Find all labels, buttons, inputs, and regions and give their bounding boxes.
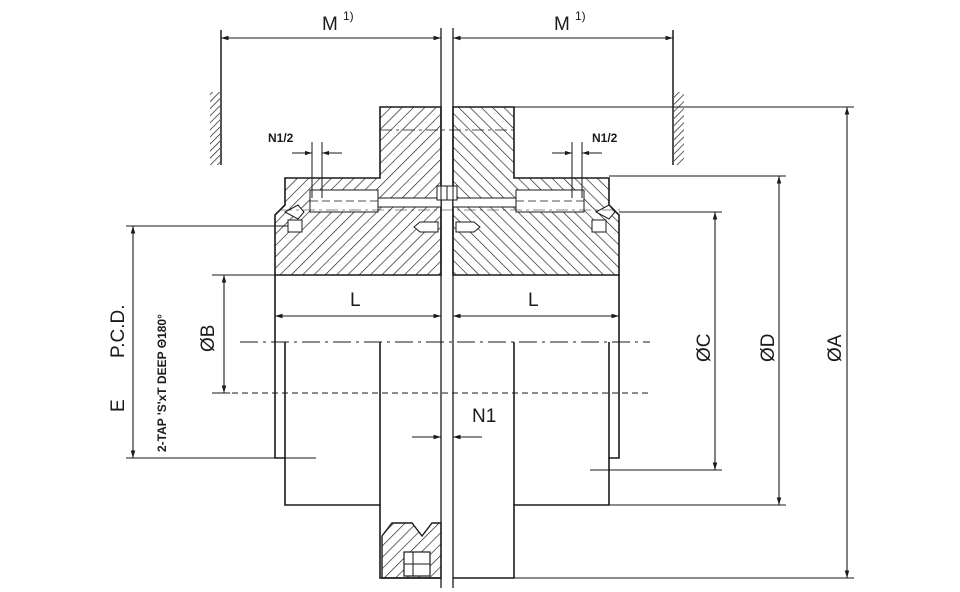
n1-half-dimension-right: N1/2	[552, 131, 618, 198]
l-label-left: L	[350, 290, 361, 311]
e-label: E	[108, 399, 129, 412]
bottom-section	[381, 522, 442, 579]
dia-c-dimension: ØC	[590, 211, 722, 471]
m-sup-left: 1)	[343, 9, 354, 23]
center-gap-lines	[440, 28, 454, 588]
dia-a-dimension: ØA	[514, 106, 854, 579]
dia-b-label: ØB	[198, 325, 219, 352]
n1-half-dimension-left: N1/2	[268, 131, 342, 198]
m-sup-right: 1)	[575, 9, 586, 23]
l-label-right: L	[528, 290, 539, 311]
dia-a-label: ØA	[825, 334, 846, 362]
m-dimension-right: M 1)	[453, 9, 673, 41]
m-dimension-left: M 1)	[221, 9, 441, 41]
hub-outline	[274, 275, 620, 579]
tap-note-label: 2-TAP 'S'xT DEEP Θ180°	[155, 314, 169, 452]
n1-dimension: N1	[412, 406, 496, 440]
n1-half-label-left: N1/2	[268, 131, 294, 145]
n1-half-label-right: N1/2	[592, 131, 618, 145]
l-dimension-right: L	[453, 290, 619, 319]
m-label-left: M	[322, 14, 338, 35]
dia-b-dimension: ØB	[198, 274, 275, 394]
dia-d-label: ØD	[758, 334, 779, 363]
dia-d-dimension: ØD	[609, 175, 786, 506]
right-shaft-wall	[672, 30, 684, 165]
m-label-right: M	[554, 14, 570, 35]
dia-c-label: ØC	[694, 334, 715, 363]
pcd-label: P.C.D.	[108, 304, 129, 358]
n1-label: N1	[472, 406, 496, 427]
l-dimension-left: L	[275, 290, 441, 319]
e-pcd-dimension: E P.C.D. 2-TAP 'S'xT DEEP Θ180°	[108, 225, 316, 459]
sleeve-section	[274, 106, 620, 276]
left-shaft-wall	[210, 30, 222, 165]
